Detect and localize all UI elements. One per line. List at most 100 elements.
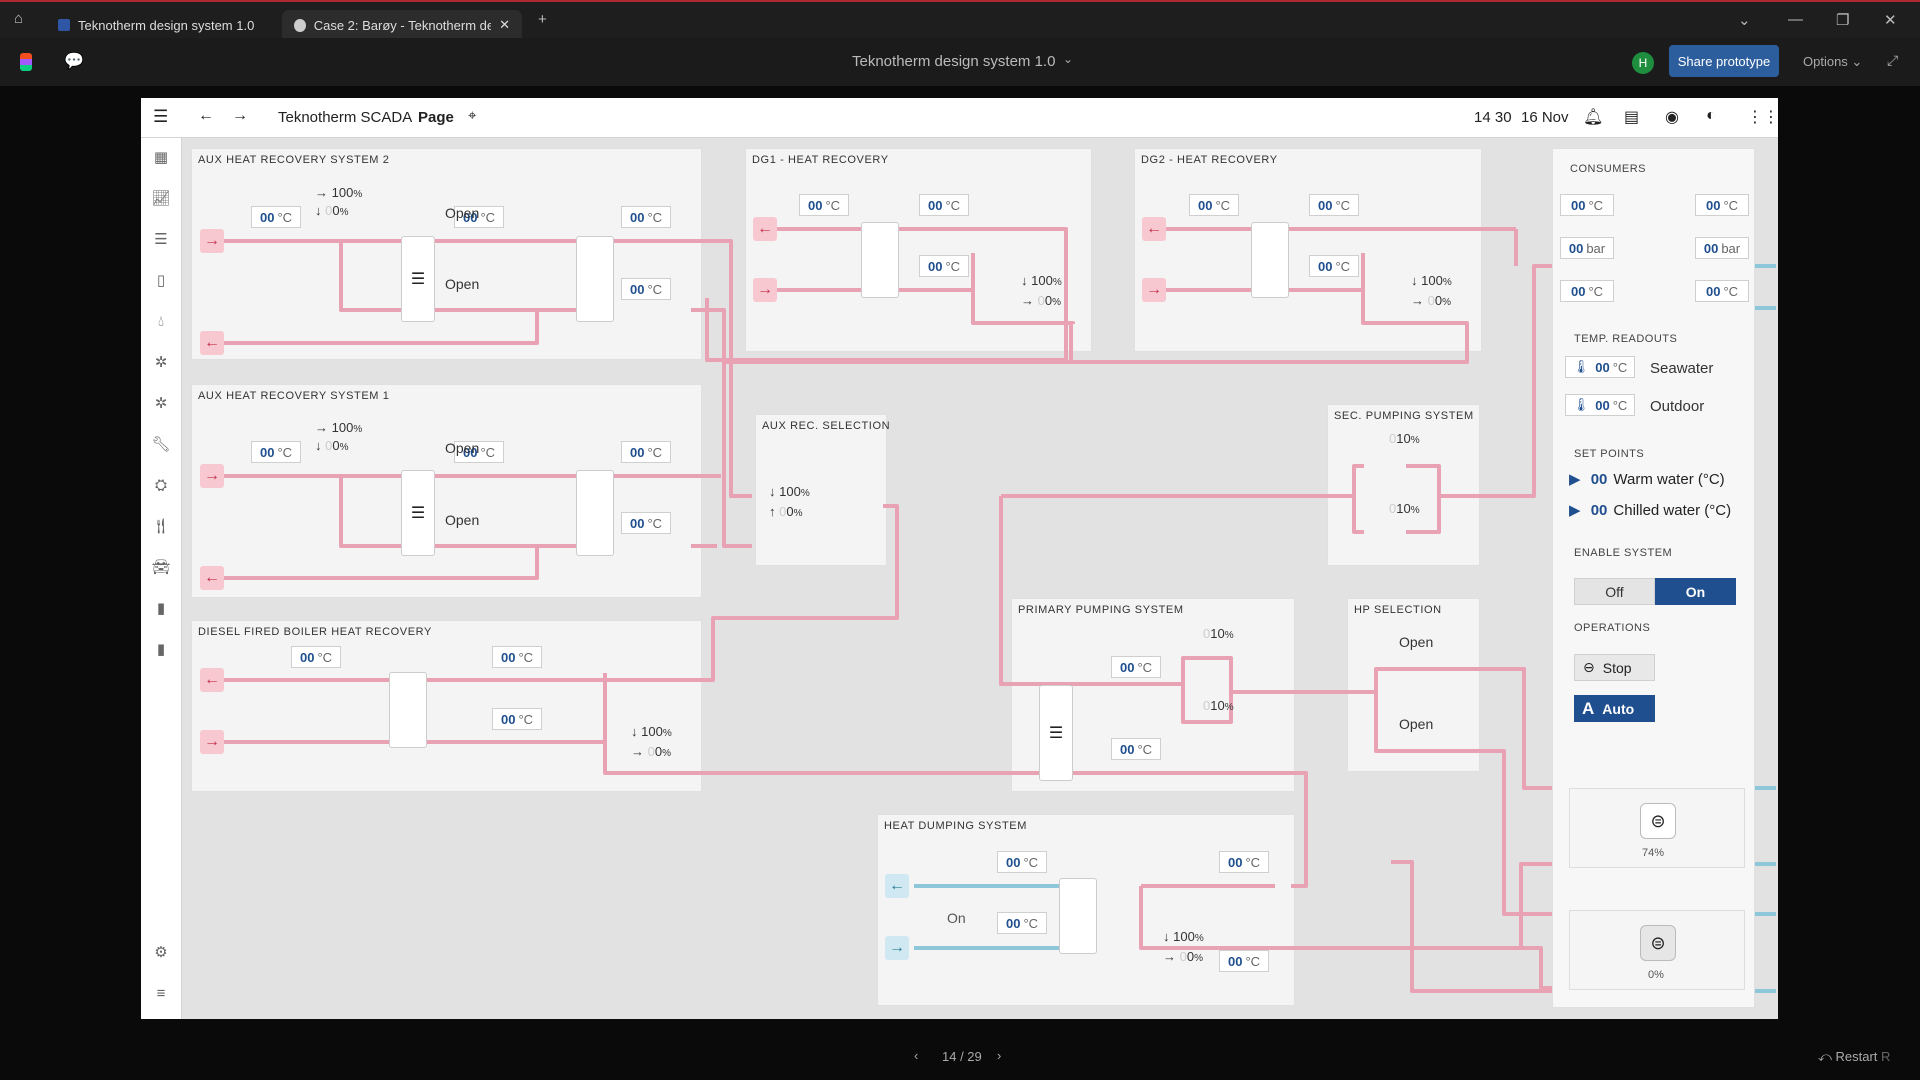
temp-readout: 00°C — [1560, 280, 1614, 302]
chevron-down-icon[interactable]: ⌄ — [1063, 52, 1074, 66]
minimize-icon[interactable]: — — [1788, 11, 1803, 28]
heat-exchanger[interactable] — [576, 470, 614, 556]
file-title[interactable]: Teknotherm design system 1.0 — [852, 53, 1056, 70]
new-tab-icon[interactable]: + — [538, 11, 547, 28]
load-value: 74% — [1642, 847, 1665, 859]
consumer-unit-2[interactable]: ⊜ 0% — [1569, 910, 1745, 990]
cylinder-2-icon[interactable]: ▮ — [156, 641, 166, 658]
apps-grid-icon[interactable]: ⋮⋮ — [1747, 109, 1778, 126]
value: 100 — [1031, 273, 1053, 288]
filter-unit[interactable]: ☰ — [1039, 685, 1073, 781]
unit: °C — [945, 197, 961, 213]
user-icon[interactable]: ◉ — [1665, 109, 1679, 126]
engine-icon[interactable]: ⛭ — [154, 477, 167, 494]
inlet-arrow[interactable]: → — [753, 278, 777, 302]
chat-icon[interactable]: ▤ — [1624, 109, 1640, 126]
chevron-right-icon[interactable]: › — [997, 1048, 1002, 1063]
stop-button[interactable]: ⊖Stop — [1574, 654, 1655, 681]
outlet-arrow[interactable]: ← — [885, 874, 909, 898]
inlet-arrow[interactable]: → — [1142, 278, 1166, 302]
back-arrow-icon[interactable]: ← — [198, 107, 214, 124]
browser-tab[interactable]: Teknotherm design system 1.0 — [46, 10, 274, 40]
page-counter: 14 / 29 — [942, 1049, 982, 1064]
panel-diesel-boiler: DIESEL FIRED BOILER HEAT RECOVERY — [191, 620, 702, 792]
tab-label: Teknotherm design system 1.0 — [78, 17, 255, 33]
temp-readout: 00°C — [492, 646, 542, 668]
avatar[interactable]: H — [1632, 52, 1654, 74]
cylinder-1-icon[interactable]: ▮ — [156, 600, 166, 617]
forward-arrow-icon[interactable]: → — [232, 107, 248, 124]
theme-icon[interactable]: ◐ — [1706, 107, 1716, 124]
temp-readout: 00°C — [251, 206, 301, 228]
unit: °C — [518, 649, 534, 665]
vehicle-icon[interactable]: 🚘︎ — [151, 559, 171, 576]
inlet-arrow[interactable]: → — [200, 730, 224, 754]
window-close-icon[interactable]: ✕ — [1884, 12, 1897, 29]
unit: bar — [1586, 240, 1606, 256]
options-menu[interactable]: Options ⌄ — [1803, 54, 1863, 69]
inlet-arrow[interactable]: → — [885, 936, 909, 960]
outlet-arrow[interactable]: ← — [753, 217, 777, 241]
browser-tab-active[interactable]: Case 2: Barøy - Teknotherm desig ✕ — [282, 10, 522, 40]
outlet-arrow[interactable]: ← — [200, 668, 224, 692]
on-toggle[interactable]: On — [1655, 578, 1736, 605]
heat-exchanger[interactable] — [1251, 222, 1289, 298]
restart-button[interactable]: ⤺ Restart R — [1818, 1049, 1891, 1064]
value: 00 — [462, 444, 478, 460]
heat-exchanger[interactable] — [1059, 878, 1097, 954]
unit: % — [1052, 277, 1062, 288]
pin-off-icon[interactable]: ⌖ — [468, 107, 477, 124]
share-prototype-button[interactable]: Share prototype — [1669, 45, 1779, 77]
utensils-icon[interactable]: 🍴︎ — [151, 518, 171, 535]
heat-exchanger[interactable] — [389, 672, 427, 748]
menu-icon[interactable]: ☰ — [153, 107, 169, 126]
inlet-arrow[interactable]: → — [200, 464, 224, 488]
panel-title: AUX HEAT RECOVERY SYSTEM 2 — [198, 154, 390, 166]
close-icon[interactable]: ✕ — [499, 17, 510, 32]
list-icon[interactable]: ☰ — [154, 231, 168, 248]
fan-icon-2[interactable]: ✲ — [154, 395, 168, 412]
comment-icon[interactable]: 💬 — [64, 53, 84, 70]
chevron-left-icon[interactable]: ‹ — [914, 1048, 919, 1063]
wrench-icon[interactable]: 🔧︎ — [151, 436, 171, 453]
trend-chart-icon[interactable]: 📈︎ — [151, 190, 171, 207]
heat-exchanger[interactable] — [576, 236, 614, 322]
restore-icon[interactable]: ❐ — [1836, 12, 1850, 29]
auto-icon: A — [1582, 698, 1595, 718]
bell-icon[interactable]: 🔔︎ — [1583, 109, 1604, 126]
heat-exchanger[interactable] — [861, 222, 899, 298]
water-drop-icon[interactable]: 💧︎ — [157, 313, 164, 330]
unit: °C — [647, 281, 663, 297]
fan-icon[interactable]: ✲ — [154, 354, 168, 371]
filter-unit[interactable]: ☰ — [401, 236, 435, 322]
chevron-down-icon[interactable]: ⌄ — [1738, 12, 1751, 29]
filter-unit[interactable]: ☰ — [401, 470, 435, 556]
value: 00 — [1570, 283, 1586, 299]
consumer-unit-1[interactable]: ⊜ 74% — [1569, 788, 1745, 868]
unit: °C — [647, 515, 663, 531]
valve-state: Open — [1399, 716, 1434, 732]
expand-icon[interactable]: ⤢ — [1887, 52, 1899, 68]
home-icon[interactable]: ⌂ — [14, 10, 24, 27]
dashboard-icon[interactable]: ▦ — [153, 149, 169, 166]
unit: % — [662, 748, 671, 759]
log-icon[interactable]: ≡ — [156, 985, 166, 1002]
value: 0 — [1186, 949, 1195, 964]
settings-icon[interactable]: ⚙ — [154, 944, 168, 961]
value: 00 — [462, 209, 478, 225]
inlet-arrow[interactable]: → — [200, 229, 224, 253]
unit: °C — [1023, 854, 1039, 870]
outlet-arrow[interactable]: ← — [200, 331, 224, 355]
tank-icon[interactable]: ▯ — [156, 272, 166, 289]
outlet-arrow[interactable]: ← — [200, 566, 224, 590]
off-toggle[interactable]: Off — [1574, 578, 1655, 605]
outlet-arrow[interactable]: ← — [1142, 217, 1166, 241]
unit: °C — [480, 209, 496, 225]
unit: % — [339, 207, 349, 218]
unit: °C — [277, 444, 293, 460]
valve-closed-pct: ↓ 100% — [1021, 273, 1062, 288]
valve-open-pct: → 00% — [631, 744, 671, 759]
